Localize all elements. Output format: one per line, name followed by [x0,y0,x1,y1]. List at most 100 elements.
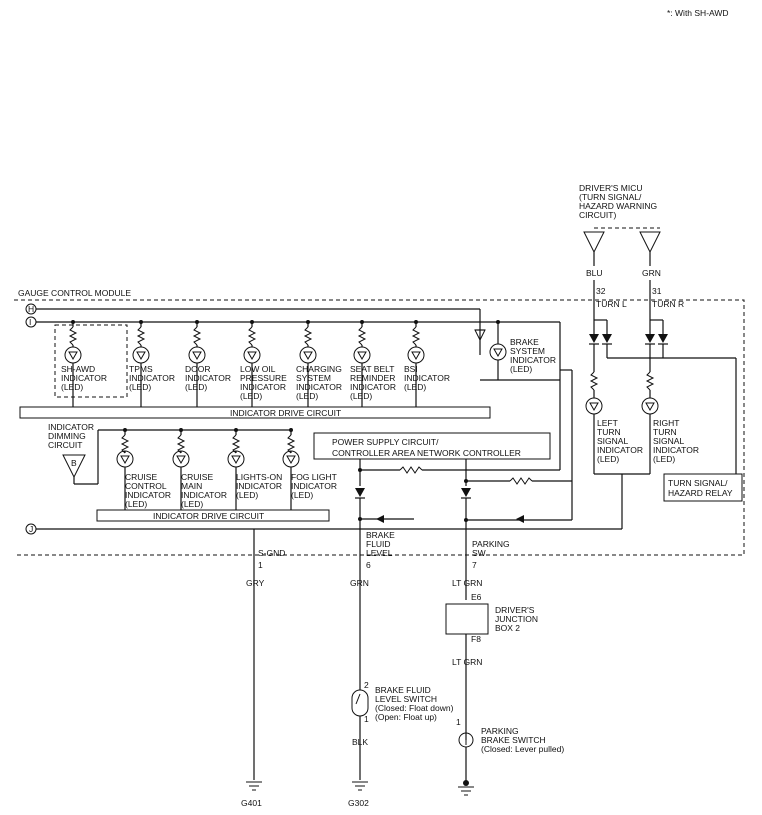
wire-lt-grn-2: LT GRN [452,657,482,667]
junction-pin-e6: E6 [471,592,482,602]
junction-label-1: DRIVER'S [495,605,535,615]
wire-gry: GRY [246,578,265,588]
brake-system-indicator: BRAKE SYSTEM INDICATOR (LED) [474,320,561,470]
micu-output-l-icon [583,231,605,254]
dimming-label-2: DIMMING [48,431,86,441]
top-indicator-3-led-icon [188,346,206,364]
indicator-drive-circuit-top [19,406,491,419]
top-indicator-7-label-1: BSI [404,364,418,374]
top-indicator-4-label-1: LOW OIL [240,364,276,374]
top-indicator-6-led-icon [353,346,371,364]
module-boundary [14,299,745,556]
brake-switch-label-3: (Closed: Float down) [375,703,454,713]
dimming-circuit: INDICATOR DIMMING CIRCUIT B [48,422,290,485]
ground-g302-label: G302 [348,798,369,808]
ground-g401-icon [246,781,262,791]
dimming-label-3: CIRCUIT [48,440,82,450]
relay-label-1: TURN SIGNAL/ [668,478,728,488]
float-switch-icon [351,689,369,717]
bottom-indicator-1-led-icon [116,450,134,468]
node-h: H [28,304,34,314]
top-indicator-4-label-4: (LED) [240,391,262,401]
can-resistors [360,369,573,520]
left-turn-label-4: INDICATOR [597,445,643,455]
rail-i: I [25,316,560,328]
top-indicator-3-label-3: (LED) [185,382,207,392]
dimming-label-1: INDICATOR [48,422,94,432]
brake-fluid-pin-label-3: LEVEL [366,548,393,558]
brake-led-icon [489,343,507,361]
left-turn-label-3: SIGNAL [597,436,628,446]
sgnd-pin-num: 1 [258,560,263,570]
micu-output-r-icon [639,231,661,254]
right-turn-label-2: TURN [653,427,677,437]
resistor-2-icon [509,477,533,485]
wire-blu: BLU [586,268,603,278]
drivers-micu: DRIVER'S MICU (TURN SIGNAL/ HAZARD WARNI… [579,183,661,300]
rail-j: J [25,515,622,535]
brake-switch-label-4: (Open: Float up) [375,712,437,722]
parking-switch-label-2: BRAKE SWITCH [481,735,546,745]
top-indicator-1-label-1: SH-AWD [61,364,95,374]
parking-switch-label-3: (Closed: Lever pulled) [481,744,564,754]
relay-label-2: HAZARD RELAY [668,488,733,498]
top-indicator-2-led-icon [132,346,150,364]
parking-diode-icon [461,488,471,497]
top-indicator-1-label-2: INDICATOR [61,373,107,383]
bottom-indicator-1-label-1: CRUISE [125,472,157,482]
top-indicator-7-label-3: (LED) [404,382,426,392]
micu-title-3: HAZARD WARNING [579,201,657,211]
top-indicator-5-led-icon [299,346,317,364]
bottom-indicator-2-led-icon [172,450,190,468]
bottom-indicators: CRUISECONTROLINDICATOR(LED)CRUISEMAININD… [116,428,337,510]
bottom-indicator-4-label-2: INDICATOR [291,481,337,491]
brake-fluid-diode-icon [355,488,365,497]
top-indicator-1-led-icon [64,346,82,364]
top-indicator-4-led-icon [243,346,261,364]
ground-g302-icon [352,781,368,791]
top-indicator-7-label-2: INDICATOR [404,373,450,383]
right-turn-label-4: INDICATOR [653,445,699,455]
parking-brake-switch: 1 PARKING BRAKE SWITCH (Closed: Lever pu… [456,717,564,786]
right-turn-label-5: (LED) [653,454,675,464]
wire-blk: BLK [352,737,368,747]
wire-grn-r: GRN [642,268,661,278]
right-turn-led-icon [641,397,659,415]
power-supply-label-1: POWER SUPPLY CIRCUIT/ [332,437,439,447]
top-indicator-6-label-1: SEAT BELT [350,364,394,374]
left-turn-label-1: LEFT [597,418,618,428]
power-supply-label-2: CONTROLLER AREA NETWORK CONTROLLER [332,448,521,458]
ground-g401-label: G401 [241,798,262,808]
bottom-indicator-4-led-icon [282,450,300,468]
sh-awd-optional-box [54,324,128,398]
rail-h: H [25,303,481,355]
left-turn-label-5: (LED) [597,454,619,464]
grounds: G401 G302 [241,781,474,808]
bottom-indicator-2-label-4: (LED) [181,499,203,509]
bottom-indicator-3-label-2: INDICATOR [236,481,282,491]
left-turn-led-icon [585,397,603,415]
brake-label-2: SYSTEM [510,346,545,356]
pin-32: 32 [596,286,606,296]
pin-turn-r: TURN R [652,299,684,309]
left-turn-label-2: TURN [597,427,621,437]
ground-parking-icon [458,786,474,796]
junction-label-2: JUNCTION [495,614,538,624]
indicator-drive-circuit-bottom [96,509,330,522]
brake-fluid-pin-label-1: BRAKE [366,530,395,540]
micu-title-4: CIRCUIT) [579,210,616,220]
parking-pin-num: 7 [472,560,477,570]
brake-fluid-pin-label-2: FLUID [366,539,391,549]
bottom-indicator-3-label-3: (LED) [236,490,258,500]
wire-lt-grn-1: LT GRN [452,578,482,588]
bottom-indicator-1-label-3: INDICATOR [125,490,171,500]
parking-switch-pin-1: 1 [456,717,461,727]
brake-switch-label-2: LEVEL SWITCH [375,694,437,704]
bottom-indicator-3-label-1: LIGHTS-ON [236,472,282,482]
module-title: GAUGE CONTROL MODULE [18,288,131,298]
pin-31: 31 [652,286,662,296]
